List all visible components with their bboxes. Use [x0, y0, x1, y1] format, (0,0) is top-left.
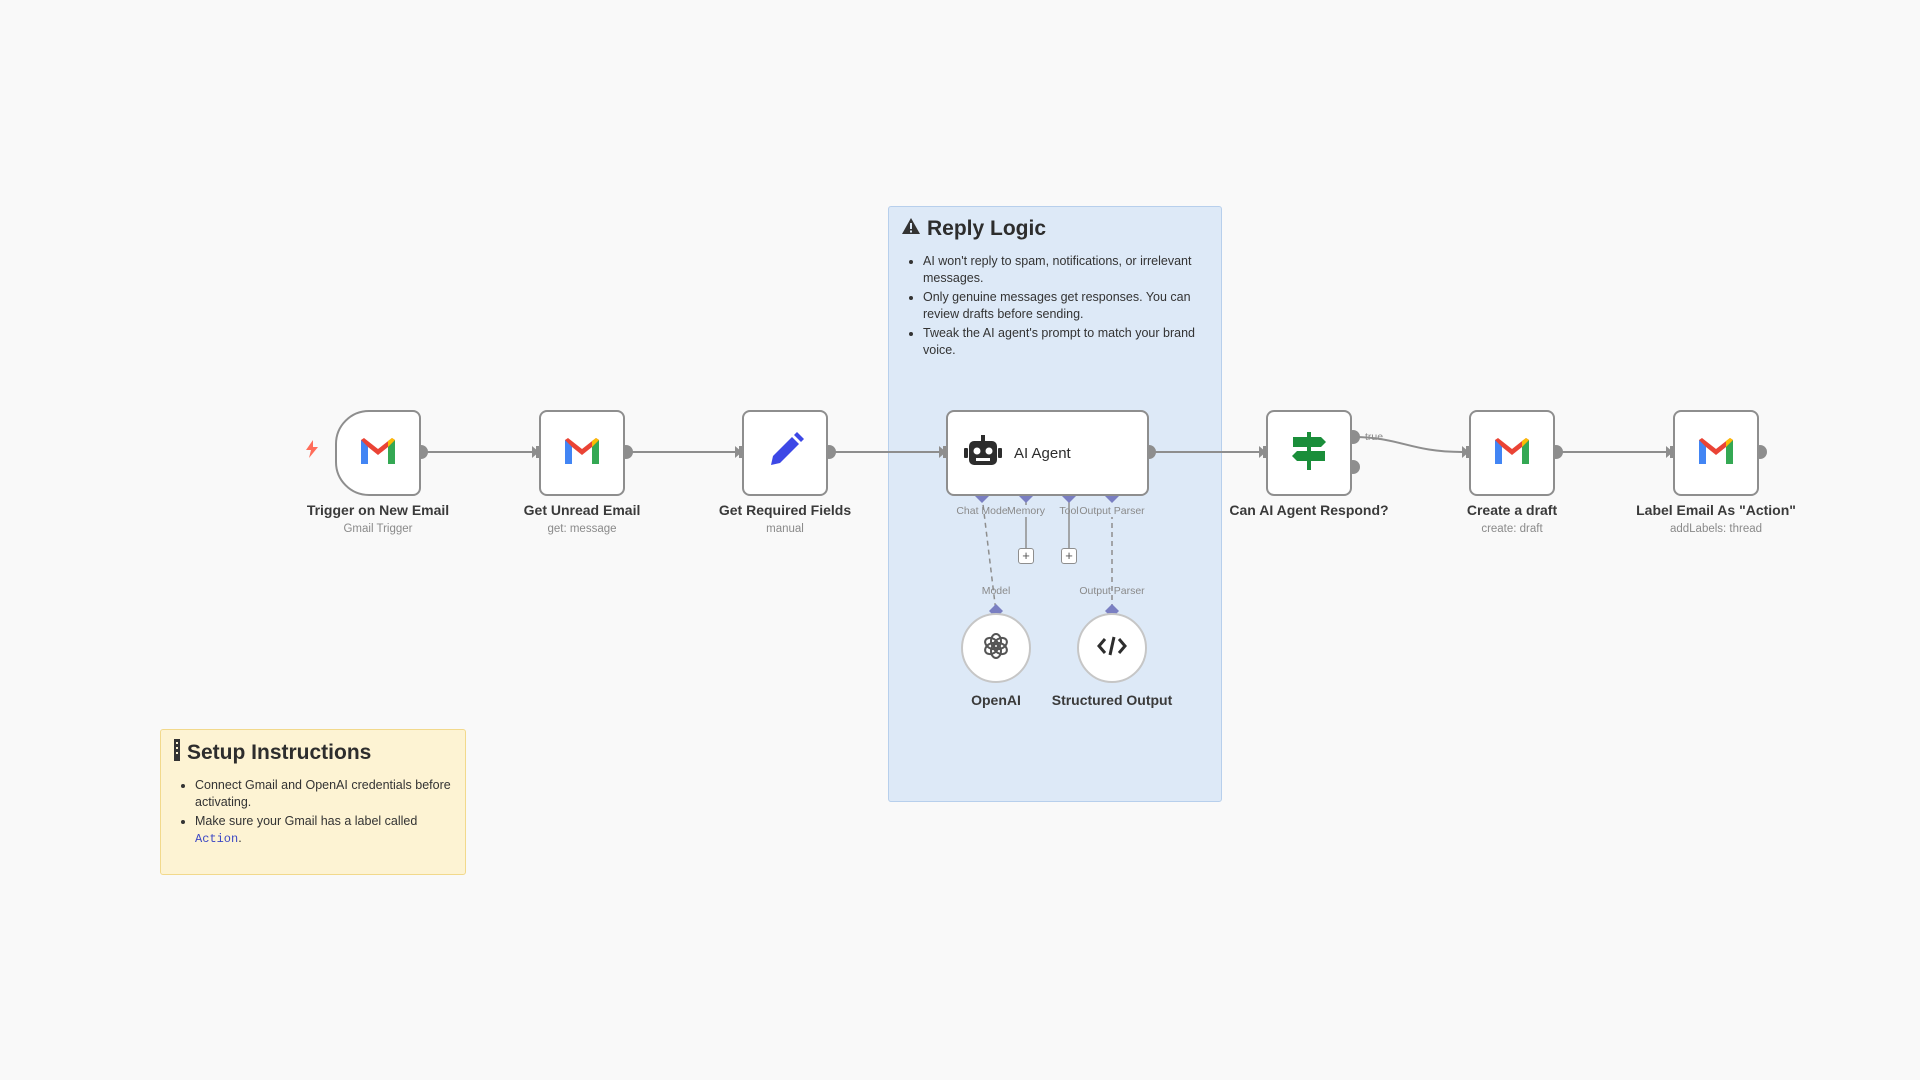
node-title: Create a draft [1466, 502, 1558, 518]
node-subtitle: Gmail Trigger [343, 523, 413, 535]
get-required-fields-node[interactable] [742, 410, 828, 496]
reply-logic-bullet: Only genuine messages get responses. You… [923, 289, 1209, 323]
pipe-icon [173, 739, 181, 767]
add-memory-button[interactable]: + [1018, 548, 1034, 564]
tool-port-label: Tool [1059, 505, 1079, 517]
trigger-on-new-email-node[interactable] [335, 410, 421, 496]
ai-agent-node[interactable]: AI Agent [946, 410, 1149, 496]
reply-logic-bullet: Tweak the AI agent's prompt to match you… [923, 325, 1209, 359]
arrow-head [735, 446, 742, 458]
setup-bullet: Connect Gmail and OpenAI credentials bef… [195, 777, 453, 811]
openai-node[interactable] [961, 613, 1031, 683]
arrow-head [1259, 446, 1266, 458]
node-subtitle: manual [766, 523, 804, 535]
setup-bullet-suffix: . [238, 831, 242, 845]
reply-logic-sticky[interactable]: Reply Logic AI won't reply to spam, noti… [888, 206, 1222, 802]
setup-bullet: Make sure your Gmail has a label called … [195, 813, 453, 848]
setup-bullet-text: Make sure your Gmail has a label called [195, 814, 418, 828]
node-subtitle: create: draft [1481, 523, 1543, 535]
reply-logic-heading: Reply Logic [901, 217, 1209, 241]
can-ai-agent-respond-node[interactable] [1266, 410, 1352, 496]
gmail-icon [1493, 436, 1531, 471]
reply-logic-list: AI won't reply to spam, notifications, o… [901, 253, 1209, 359]
gmail-icon [1697, 436, 1735, 471]
node-subtitle: get: message [547, 523, 617, 535]
setup-instructions-list: Connect Gmail and OpenAI credentials bef… [173, 777, 453, 848]
output-parser-port-label: Output Parser [1079, 505, 1145, 517]
code-icon [1097, 635, 1127, 662]
node-title: OpenAI [971, 692, 1021, 708]
setup-instructions-title: Setup Instructions [187, 741, 372, 764]
model-label: Model [981, 585, 1011, 597]
setup-instructions-heading: Setup Instructions [173, 739, 453, 767]
node-title: Structured Output [1051, 692, 1173, 708]
trigger-bolt-icon [305, 440, 319, 463]
create-a-draft-node[interactable] [1469, 410, 1555, 496]
node-subtitle: addLabels: thread [1669, 523, 1763, 535]
action-label-code: Action [195, 832, 239, 846]
gmail-icon [359, 436, 397, 471]
robot-icon [964, 434, 1002, 472]
memory-port-label: Memory [1007, 505, 1045, 517]
signpost-icon [1291, 431, 1327, 475]
reply-logic-title: Reply Logic [927, 217, 1047, 240]
gmail-icon [563, 436, 601, 471]
output-parser-label: Output Parser [1079, 585, 1145, 597]
node-title: Get Required Fields [718, 502, 852, 518]
label-email-as-action-node[interactable] [1673, 410, 1759, 496]
warning-icon [901, 217, 921, 241]
node-title: Get Unread Email [523, 502, 641, 518]
node-title: Trigger on New Email [306, 502, 450, 518]
ai-agent-title: AI Agent [1014, 444, 1071, 462]
setup-instructions-sticky[interactable]: Setup Instructions Connect Gmail and Ope… [160, 729, 466, 875]
reply-logic-bullet: AI won't reply to spam, notifications, o… [923, 253, 1209, 287]
chat-model-port-label: Chat Mode [956, 505, 1008, 517]
openai-icon [981, 631, 1011, 666]
true-branch-label: true [1364, 431, 1384, 443]
node-title: Can AI Agent Respond? [1229, 502, 1389, 518]
arrow-head [1462, 446, 1469, 458]
add-tool-button[interactable]: + [1061, 548, 1077, 564]
arrow-head [532, 446, 539, 458]
structured-output-node[interactable] [1077, 613, 1147, 683]
get-unread-email-node[interactable] [539, 410, 625, 496]
arrow-head [1666, 446, 1673, 458]
node-title: Label Email As "Action" [1636, 502, 1796, 518]
pencil-icon [765, 431, 805, 476]
